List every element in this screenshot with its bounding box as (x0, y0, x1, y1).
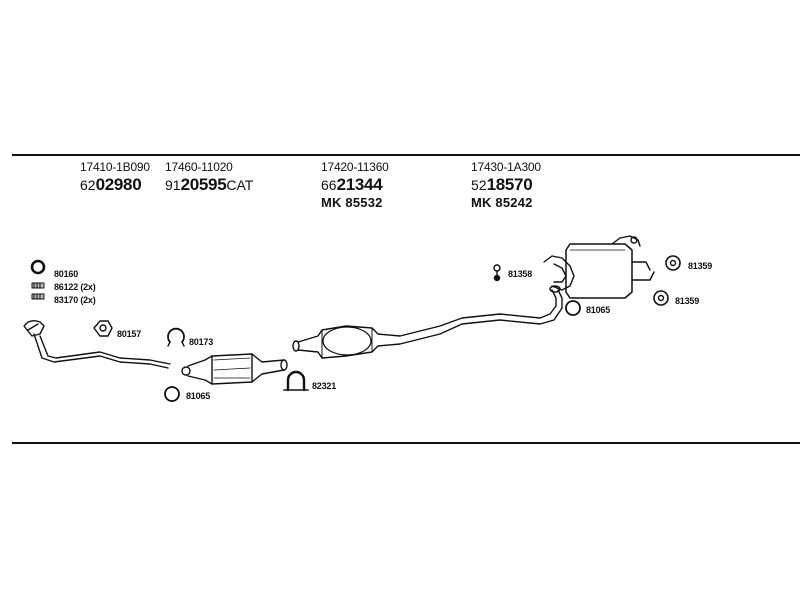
ring-80160-icon (30, 259, 46, 275)
label-80173: 80173 (189, 337, 214, 347)
top-divider (12, 154, 800, 156)
label-81065-left: 81065 (186, 391, 211, 401)
reference-number: 5218570 (471, 175, 533, 194)
center-pipe-drawing (292, 285, 563, 359)
label-86122: 86122 (2x) (54, 282, 96, 292)
label-80157: 80157 (117, 329, 142, 339)
bottom-divider (12, 442, 800, 444)
gasket-80157-icon (93, 320, 113, 337)
header-front-pipe: 17410-1B090 6202980 (80, 160, 150, 195)
header-rear-muffler: 17430-1A300 5218570 MK 85242 (471, 160, 541, 210)
label-81359-a: 81359 (688, 261, 713, 271)
label-81359-b: 81359 (675, 296, 700, 306)
ring-81359-a-icon (665, 255, 681, 271)
mk-number: MK 85242 (471, 195, 533, 210)
reference-number: 6621344 (321, 175, 383, 194)
hanger-81358-icon (493, 264, 501, 282)
header-center-pipe: 17420-11360 6621344 MK 85532 (321, 160, 389, 210)
label-82321: 82321 (312, 381, 337, 391)
label-80160: 80160 (54, 269, 79, 279)
part-number: 17420-11360 (321, 160, 389, 174)
label-81065-right: 81065 (586, 305, 611, 315)
clamp-80173-icon (167, 327, 185, 347)
bolt-86122-icon (31, 282, 45, 289)
reference-number: 6202980 (80, 175, 142, 194)
ring-81065-left-icon (164, 386, 180, 402)
reference-number: 9120595CAT (165, 175, 254, 194)
header-catalytic-converter: 17460-11020 9120595CAT (165, 160, 253, 195)
label-83170: 83170 (2x) (54, 295, 96, 305)
catalytic-converter-drawing (181, 353, 288, 385)
bolt-83170-icon (31, 293, 45, 300)
part-number: 17410-1B090 (80, 160, 150, 174)
rear-muffler-drawing (543, 235, 655, 299)
clamp-82321-icon (283, 370, 309, 392)
ring-81065-right-icon (565, 300, 581, 316)
ring-81359-b-icon (653, 290, 669, 306)
mk-number: MK 85532 (321, 195, 383, 210)
part-number: 17460-11020 (165, 160, 233, 174)
part-number: 17430-1A300 (471, 160, 541, 174)
label-81358: 81358 (508, 269, 533, 279)
front-pipe-drawing (23, 319, 171, 369)
